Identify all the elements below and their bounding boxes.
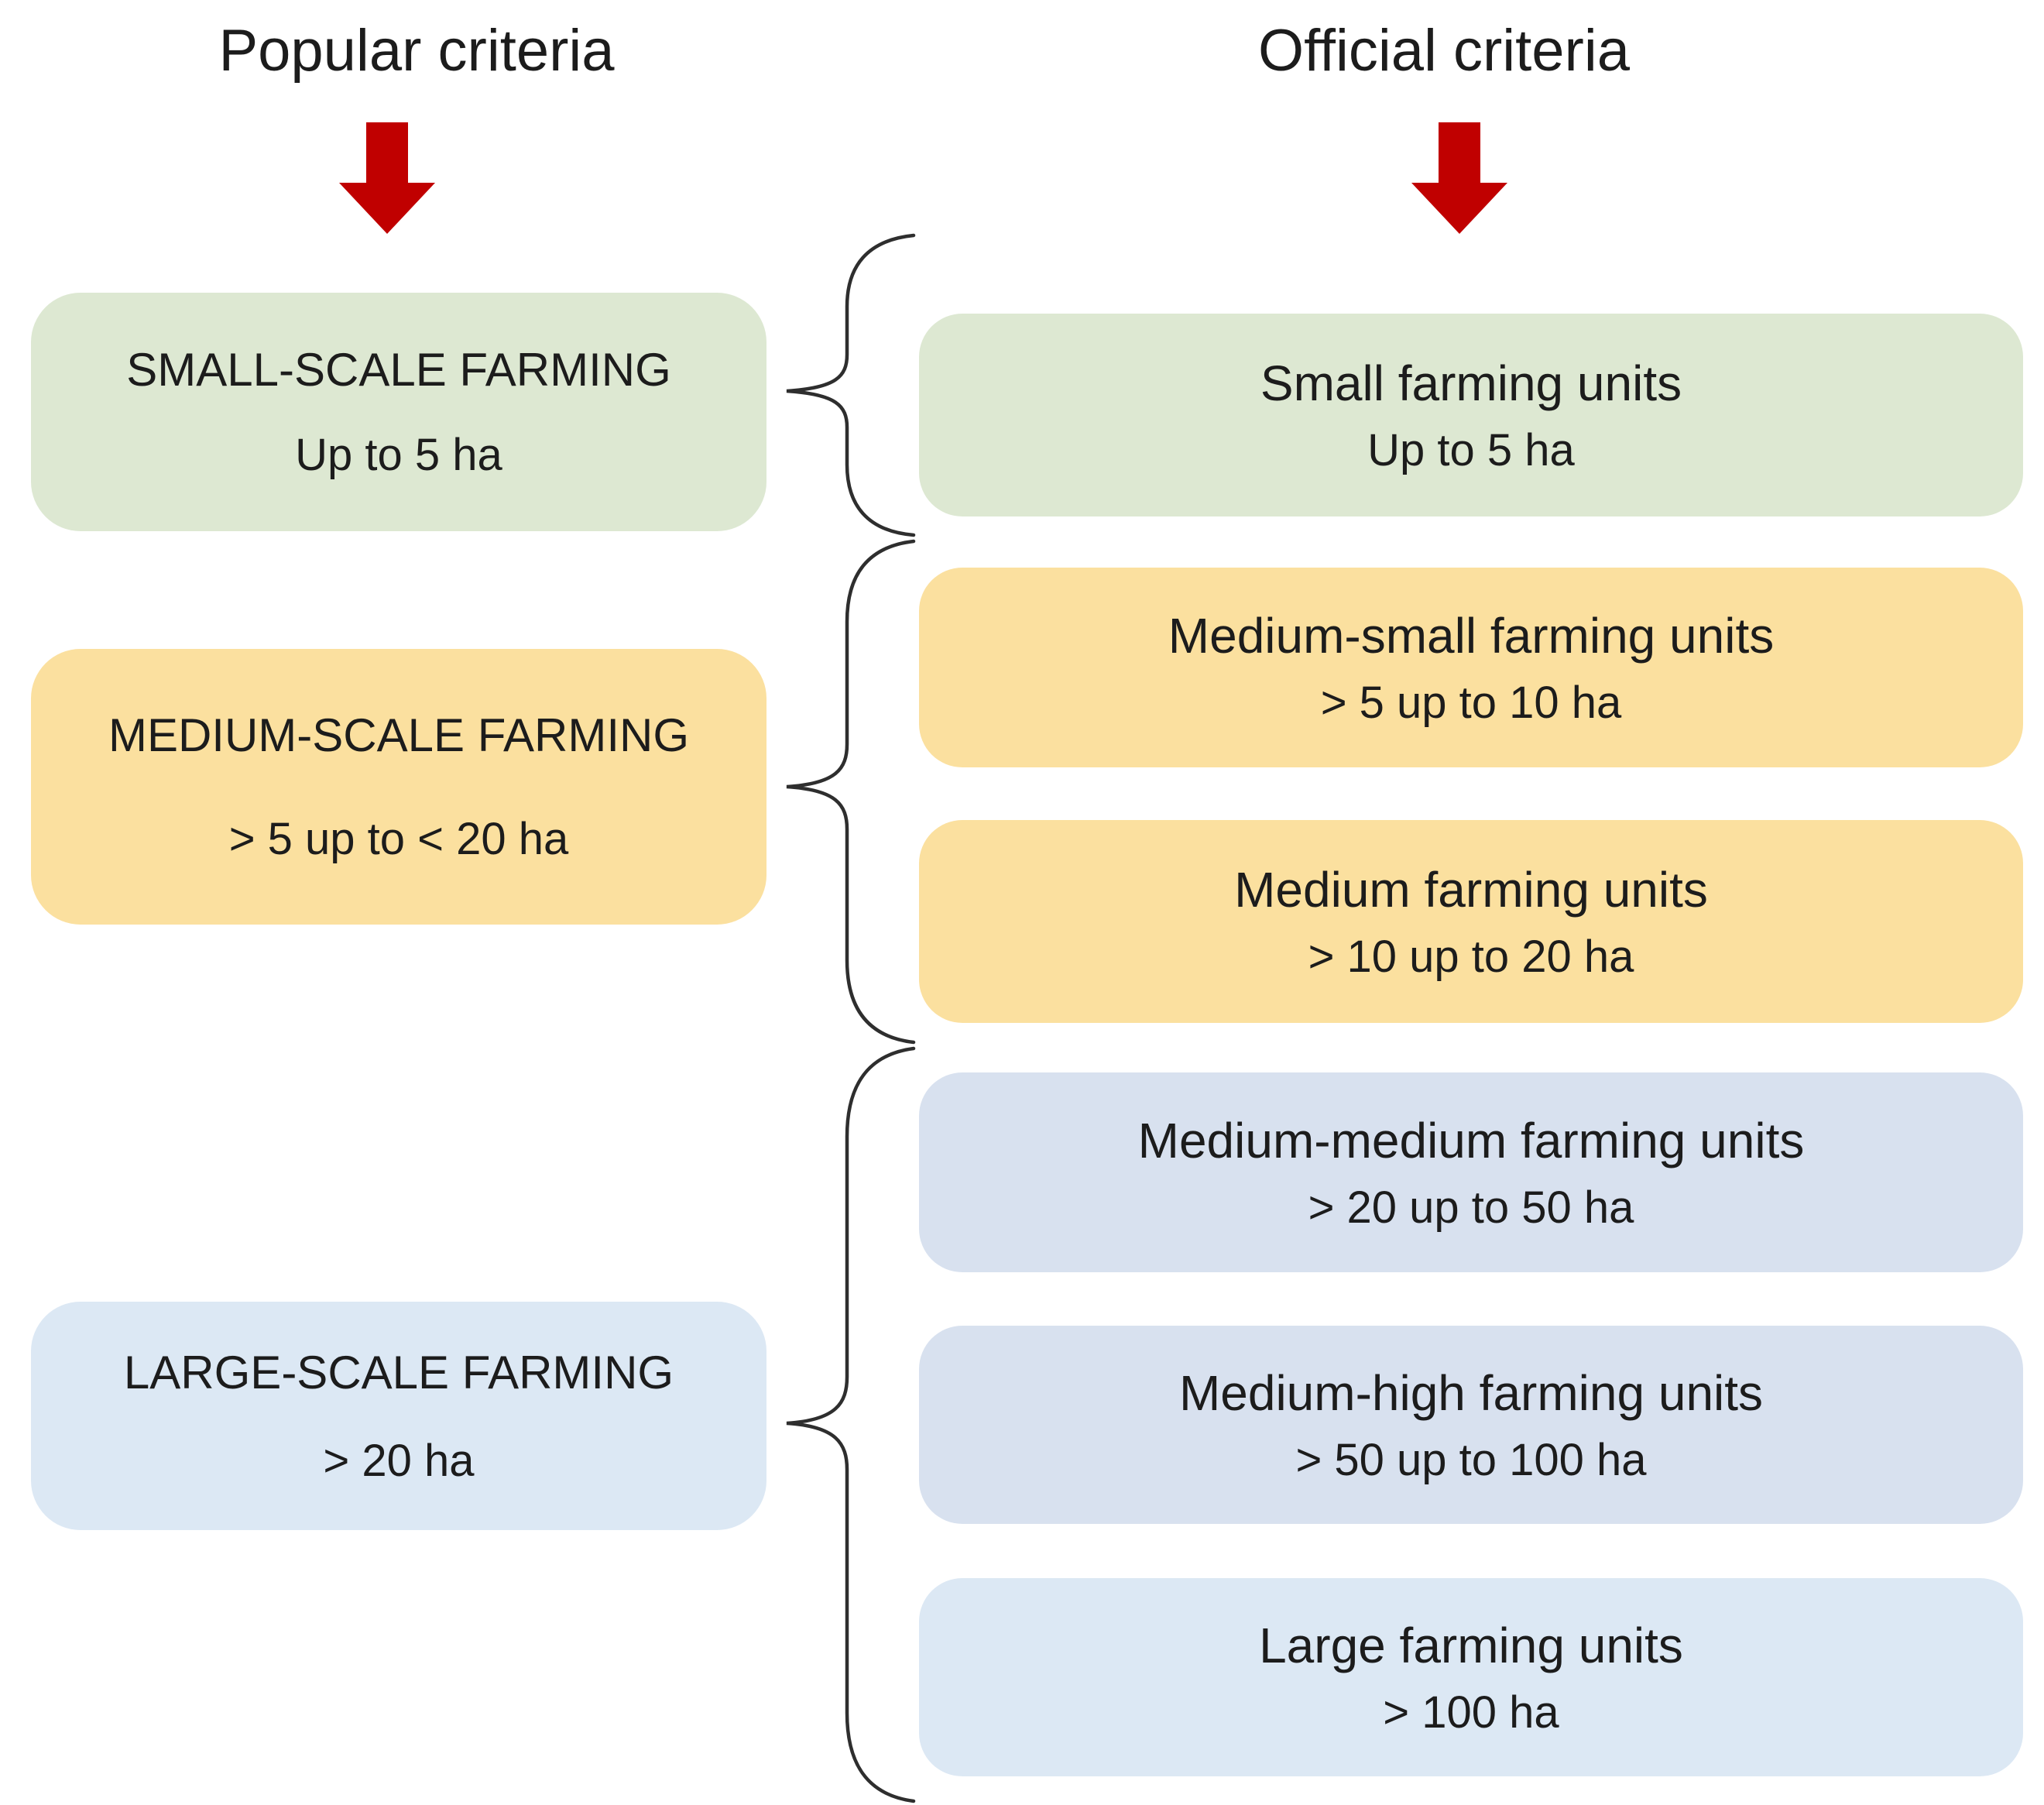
box-title: Large farming units bbox=[1259, 1617, 1683, 1673]
arrow-head bbox=[339, 183, 435, 234]
popular-box-medium-scale: MEDIUM-SCALE FARMING > 5 up to < 20 ha bbox=[31, 649, 766, 925]
box-range: Up to 5 ha bbox=[295, 430, 502, 480]
box-title: Medium-medium farming units bbox=[1137, 1112, 1805, 1168]
box-title: SMALL-SCALE FARMING bbox=[126, 344, 671, 396]
down-arrow-popular bbox=[339, 122, 435, 234]
box-range: > 5 up to 10 ha bbox=[1320, 677, 1622, 728]
box-title: Medium farming units bbox=[1234, 861, 1708, 918]
official-box-medium: Medium farming units > 10 up to 20 ha bbox=[919, 820, 2023, 1023]
box-title: MEDIUM-SCALE FARMING bbox=[108, 709, 690, 761]
box-range: > 20 ha bbox=[323, 1435, 475, 1486]
box-range: > 50 up to 100 ha bbox=[1295, 1434, 1647, 1485]
official-box-small: Small farming units Up to 5 ha bbox=[919, 314, 2023, 516]
arrow-head bbox=[1411, 183, 1507, 234]
box-title: Medium-small farming units bbox=[1168, 607, 1775, 664]
box-range: > 10 up to 20 ha bbox=[1308, 931, 1634, 982]
arrow-shaft bbox=[1439, 122, 1480, 183]
box-range: > 20 up to 50 ha bbox=[1308, 1182, 1634, 1233]
box-range: > 100 ha bbox=[1383, 1687, 1559, 1738]
box-title: LARGE-SCALE FARMING bbox=[123, 1346, 674, 1398]
brace-small-group bbox=[786, 233, 916, 537]
arrow-shaft bbox=[366, 122, 408, 183]
official-criteria-heading: Official criteria bbox=[1257, 18, 1631, 84]
official-box-medium-small: Medium-small farming units > 5 up to 10 … bbox=[919, 568, 2023, 767]
popular-box-small-scale: SMALL-SCALE FARMING Up to 5 ha bbox=[31, 293, 766, 531]
popular-criteria-heading: Popular criteria bbox=[218, 18, 615, 84]
brace-large-group bbox=[786, 1046, 916, 1803]
box-title: Medium-high farming units bbox=[1178, 1364, 1764, 1421]
official-box-large: Large farming units > 100 ha bbox=[919, 1578, 2023, 1776]
official-box-medium-medium: Medium-medium farming units > 20 up to 5… bbox=[919, 1072, 2023, 1272]
box-title: Small farming units bbox=[1260, 355, 1682, 411]
popular-box-large-scale: LARGE-SCALE FARMING > 20 ha bbox=[31, 1302, 766, 1530]
down-arrow-official bbox=[1411, 122, 1507, 234]
brace-medium-group bbox=[786, 539, 916, 1045]
box-range: > 5 up to < 20 ha bbox=[228, 814, 569, 864]
official-box-medium-high: Medium-high farming units > 50 up to 100… bbox=[919, 1326, 2023, 1524]
box-range: Up to 5 ha bbox=[1367, 424, 1575, 475]
